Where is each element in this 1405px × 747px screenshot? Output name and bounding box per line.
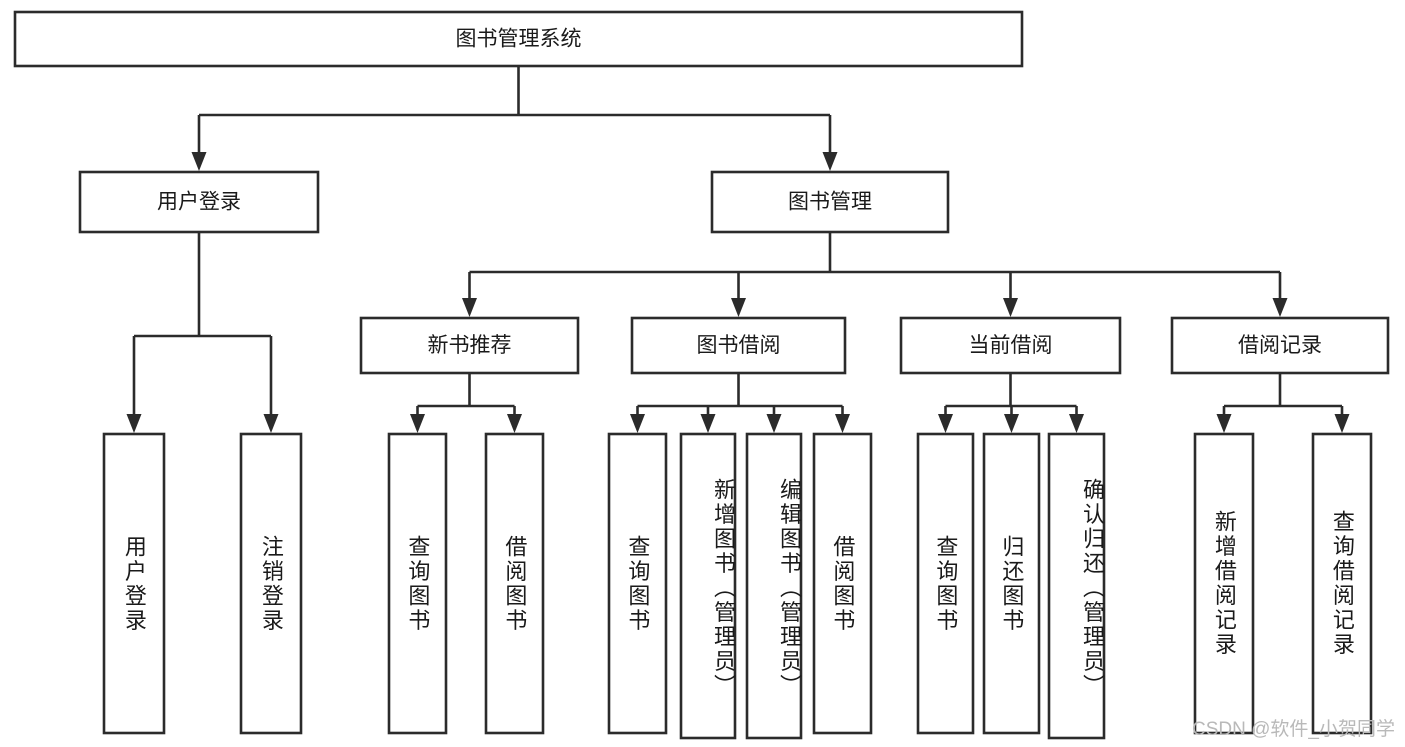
arrow-head-icon	[1272, 298, 1288, 317]
arrow-head-icon	[766, 414, 782, 433]
node-box-l-return-book[interactable]	[982, 432, 1041, 735]
node-label-n-book-borrow: 图书借阅	[697, 334, 781, 357]
node-box-l-query-book-1[interactable]	[387, 432, 448, 735]
csdn-watermark: CSDN @软件_小贺同学	[1192, 719, 1395, 740]
arrow-head-icon	[263, 414, 279, 433]
node-box-l-user-logout[interactable]	[239, 432, 303, 735]
node-label-n-borrow-record: 借阅记录	[1238, 334, 1322, 357]
connector-layer	[126, 66, 1350, 433]
arrow-head-icon	[126, 414, 142, 433]
node-label-n-new-book-rec: 新书推荐	[428, 334, 512, 357]
node-layer	[13, 10, 1390, 740]
node-box-n-book-borrow[interactable]	[630, 316, 847, 375]
node-box-n-current-borrow[interactable]	[899, 316, 1122, 375]
node-box-l-confirm-return[interactable]	[1047, 432, 1106, 740]
arrow-head-icon	[835, 414, 850, 433]
arrow-head-icon	[630, 414, 645, 433]
node-box-l-query-book-2[interactable]	[607, 432, 668, 735]
node-box-n-book-mgmt[interactable]	[710, 170, 950, 234]
arrow-head-icon	[1069, 414, 1084, 433]
arrow-head-icon	[1004, 414, 1019, 433]
node-box-root[interactable]	[13, 10, 1024, 68]
arrow-head-icon	[1216, 414, 1232, 433]
node-box-l-borrow-book-1[interactable]	[484, 432, 545, 735]
arrow-head-icon	[1003, 298, 1018, 317]
arrow-head-icon	[507, 414, 522, 433]
node-box-l-user-login[interactable]	[102, 432, 166, 735]
node-box-l-query-record[interactable]	[1311, 432, 1373, 735]
node-box-l-query-book-3[interactable]	[916, 432, 975, 735]
node-box-l-add-book[interactable]	[679, 432, 737, 740]
arrow-head-icon	[1334, 414, 1350, 433]
node-box-l-add-record[interactable]	[1193, 432, 1255, 735]
arrow-head-icon	[191, 152, 207, 171]
node-label-root: 图书管理系统	[456, 28, 582, 51]
arrow-head-icon	[700, 414, 716, 433]
node-box-l-edit-book[interactable]	[745, 432, 803, 740]
arrow-head-icon	[462, 298, 477, 317]
node-label-n-user-login: 用户登录	[157, 191, 241, 214]
node-box-n-user-login[interactable]	[78, 170, 320, 234]
arrow-head-icon	[410, 414, 425, 433]
arrow-head-icon	[731, 298, 746, 317]
node-label-n-current-borrow: 当前借阅	[969, 334, 1053, 357]
node-box-n-borrow-record[interactable]	[1170, 316, 1390, 375]
node-box-l-borrow-book-2[interactable]	[812, 432, 873, 735]
arrow-head-icon	[822, 152, 838, 171]
arrow-head-icon	[938, 414, 953, 433]
node-label-n-book-mgmt: 图书管理	[788, 191, 872, 214]
node-box-n-new-book-rec[interactable]	[359, 316, 580, 375]
